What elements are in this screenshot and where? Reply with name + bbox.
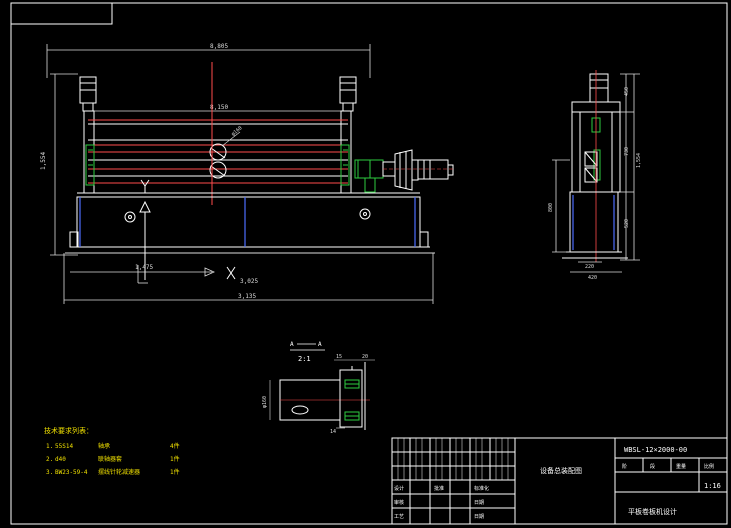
row-mark-standard: 标准化 bbox=[474, 485, 489, 492]
rolls bbox=[88, 119, 348, 184]
dim-bottom-x-label: 3,025 bbox=[240, 278, 258, 285]
note-1-num: 1. bbox=[46, 443, 53, 450]
side-dim-height: 1,554 bbox=[636, 153, 642, 168]
notes-list: 技术要求列表： 1. 55S14 轴承 4件 2. d40 联轴器套 1件 3.… bbox=[44, 426, 180, 476]
detail-dims bbox=[269, 359, 375, 429]
right-top-motor bbox=[339, 76, 357, 112]
note-3-code: BW23-59-4 bbox=[55, 469, 88, 476]
machine-base bbox=[65, 192, 435, 254]
note-2-name: 联轴器套 bbox=[98, 455, 122, 463]
left-top-motor bbox=[79, 76, 97, 112]
bearing-blocks bbox=[85, 144, 350, 186]
header-cell-1: 阶 bbox=[622, 463, 627, 470]
section-label-right: A bbox=[318, 341, 322, 348]
drawing-scale: 1:16 bbox=[704, 482, 721, 490]
side-dim-outer-width: 420 bbox=[588, 275, 597, 281]
row-mark-date-2: 日期 bbox=[474, 514, 484, 520]
drive-coupling bbox=[354, 159, 384, 193]
side-rolls bbox=[584, 151, 598, 183]
note-2-code: d40 bbox=[55, 456, 66, 463]
dim-overall-bottom-label: 3,135 bbox=[238, 293, 256, 300]
side-dim-left: 800 bbox=[548, 203, 554, 212]
side-dims bbox=[552, 73, 640, 273]
detail-shaft bbox=[279, 379, 370, 421]
dim-bottom-offset bbox=[70, 265, 215, 284]
row-label-approve: 批准 bbox=[434, 485, 444, 492]
row-label-review: 审核 bbox=[394, 499, 404, 506]
detail-dim-1: 15 bbox=[336, 354, 342, 360]
side-top-motor bbox=[589, 73, 609, 103]
dim-roll-dia-label: φ160 bbox=[230, 125, 243, 137]
section-label-left: A bbox=[290, 341, 294, 348]
drive-motor bbox=[417, 159, 454, 180]
row-label-design: 设计 bbox=[394, 485, 404, 492]
title-block-fine-grid bbox=[397, 438, 509, 480]
drawing-number: WBSL-12×2000-00 bbox=[624, 446, 687, 454]
dim-height-left bbox=[50, 73, 78, 256]
dim-height-left-label: 1,554 bbox=[40, 152, 47, 170]
company-name: 平板卷板机设计 bbox=[628, 507, 677, 516]
title-block: WBSL-12×2000-00 设备总装配图 1:16 平板卷板机设计 阶 段 … bbox=[391, 437, 728, 525]
side-dim-mid: 730 bbox=[624, 147, 630, 156]
anchor-bolts bbox=[124, 208, 371, 223]
note-3-num: 3. bbox=[46, 469, 53, 476]
note-1-code: 55S14 bbox=[55, 443, 73, 450]
axis-cross bbox=[226, 266, 236, 280]
note-3-qty: 1件 bbox=[170, 468, 180, 476]
title-block-grid bbox=[391, 437, 728, 525]
detail-dim-3: 14 bbox=[330, 429, 336, 435]
note-2-qty: 1件 bbox=[170, 455, 180, 463]
dim-overall-top bbox=[46, 44, 371, 78]
center-marker bbox=[139, 179, 151, 280]
header-cell-4: 比例 bbox=[704, 463, 714, 470]
header-cell-2: 段 bbox=[650, 463, 655, 470]
note-1-qty: 4件 bbox=[170, 442, 180, 450]
section-scale: 2:1 bbox=[298, 355, 311, 363]
detail-housing bbox=[339, 362, 366, 430]
drive-reducer bbox=[382, 149, 419, 191]
side-dim-inner-width: 220 bbox=[585, 264, 594, 270]
dim-roll-dia bbox=[221, 131, 241, 147]
drawing-frame bbox=[10, 2, 728, 525]
detail-dim-dia: φ160 bbox=[262, 396, 268, 408]
dim-overall-bottom bbox=[63, 253, 434, 304]
note-1-name: 轴承 bbox=[98, 442, 110, 450]
front-view: 8,805 8,150 1,554 bbox=[40, 43, 455, 304]
header-cell-3: 重量 bbox=[676, 463, 686, 470]
note-3-name: 摆线针轮减速器 bbox=[98, 468, 140, 476]
side-view: 450 730 520 1,554 800 220 420 bbox=[548, 70, 642, 281]
note-2-num: 2. bbox=[46, 456, 53, 463]
side-dim-top: 450 bbox=[624, 87, 630, 96]
notes-title: 技术要求列表： bbox=[44, 426, 93, 435]
dim-roll-length-label: 8,150 bbox=[210, 104, 228, 111]
roll-section bbox=[209, 143, 227, 179]
side-dim-low: 520 bbox=[624, 219, 630, 228]
base-legs bbox=[79, 197, 416, 247]
dim-bottom-offset-label: 1,475 bbox=[135, 264, 153, 271]
section-detail: A A 2:1 φ160 15 20 14 bbox=[262, 341, 375, 435]
row-label-process: 工艺 bbox=[394, 514, 404, 520]
side-base-legs bbox=[572, 195, 615, 250]
row-mark-date-1: 日期 bbox=[474, 500, 484, 506]
side-base bbox=[562, 191, 628, 259]
dim-overall-top-label: 8,805 bbox=[210, 43, 228, 50]
drawing-name: 设备总装配图 bbox=[540, 466, 582, 475]
detail-bearing bbox=[344, 379, 360, 421]
detail-dim-2: 20 bbox=[362, 354, 368, 360]
